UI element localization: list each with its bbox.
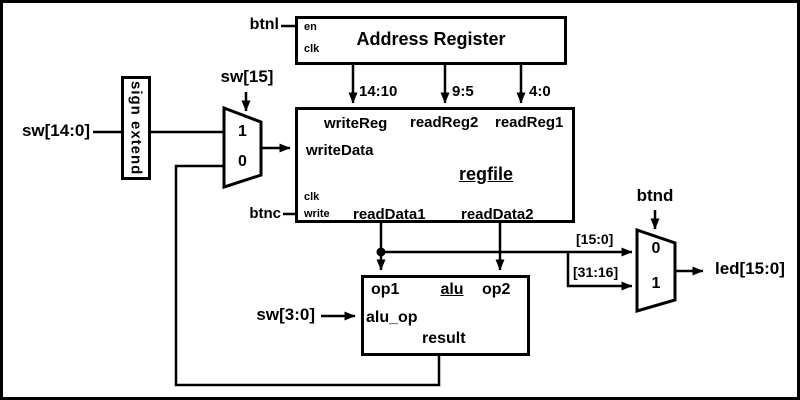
wire-bus-ledmux1 bbox=[566, 252, 633, 291]
address-register-en-port: en bbox=[304, 21, 317, 33]
alu-block: op1 alu op2 alu_op result bbox=[361, 275, 530, 356]
address-register-title: Address Register bbox=[356, 29, 506, 49]
slice-31-16-label: [31:16] bbox=[573, 264, 619, 280]
alu-aluop-port: alu_op bbox=[366, 309, 418, 326]
regfile-clk-port: clk bbox=[304, 191, 320, 203]
bus-9-5-label: 9:5 bbox=[452, 83, 474, 100]
wire-result-feedback bbox=[174, 164, 441, 387]
write-mux-shape bbox=[222, 105, 263, 190]
regfile-writedata-port: writeData bbox=[306, 142, 374, 159]
led-mux-input1-label: 1 bbox=[651, 275, 661, 292]
sw14-0-signal-label: sw[14:0] bbox=[21, 121, 90, 140]
write-mux-input1-label: 1 bbox=[238, 123, 247, 140]
btnd-signal-label: btnd bbox=[636, 186, 674, 205]
bus-junction-dot bbox=[376, 247, 386, 257]
address-register-clk-port: clk bbox=[304, 43, 320, 55]
regfile-write-port: write bbox=[304, 208, 330, 220]
sw15-signal-label: sw[15] bbox=[220, 67, 274, 86]
led15-0-signal-label: led[15:0] bbox=[715, 259, 785, 278]
bus-4-0-label: 4:0 bbox=[529, 83, 551, 100]
address-register-block: en clk Address Register bbox=[295, 16, 567, 65]
alu-result-port: result bbox=[422, 330, 466, 347]
sign-extend-title: sign extend bbox=[127, 80, 145, 176]
regfile-readdata2-port: readData2 bbox=[461, 206, 534, 223]
alu-op1-port: op1 bbox=[371, 281, 400, 298]
write-mux-input0-label: 0 bbox=[238, 153, 247, 170]
regfile-writereg-port: writeReg bbox=[324, 115, 388, 132]
led-mux-shape bbox=[635, 227, 677, 313]
alu-title: alu bbox=[440, 281, 464, 298]
wire-layer bbox=[93, 24, 704, 387]
regfile-readdata1-port: readData1 bbox=[353, 206, 426, 223]
led-mux-input0-label: 0 bbox=[651, 240, 661, 257]
slice-15-0-label: [15:0] bbox=[576, 231, 614, 247]
bus-14-10-label: 14:10 bbox=[359, 83, 398, 100]
sign-extend-block: sign extend bbox=[121, 76, 151, 180]
btnc-signal-label: btnc bbox=[249, 205, 281, 222]
regfile-readreg2-port: readReg2 bbox=[410, 114, 479, 131]
regfile-title: regfile bbox=[458, 164, 514, 184]
regfile-readreg1-port: readReg1 bbox=[495, 114, 564, 131]
btnl-signal-label: btnl bbox=[249, 16, 279, 33]
regfile-block: writeReg readReg2 readReg1 writeData reg… bbox=[295, 107, 575, 223]
sw3-0-signal-label: sw[3:0] bbox=[256, 305, 315, 324]
alu-op2-port: op2 bbox=[482, 281, 511, 298]
